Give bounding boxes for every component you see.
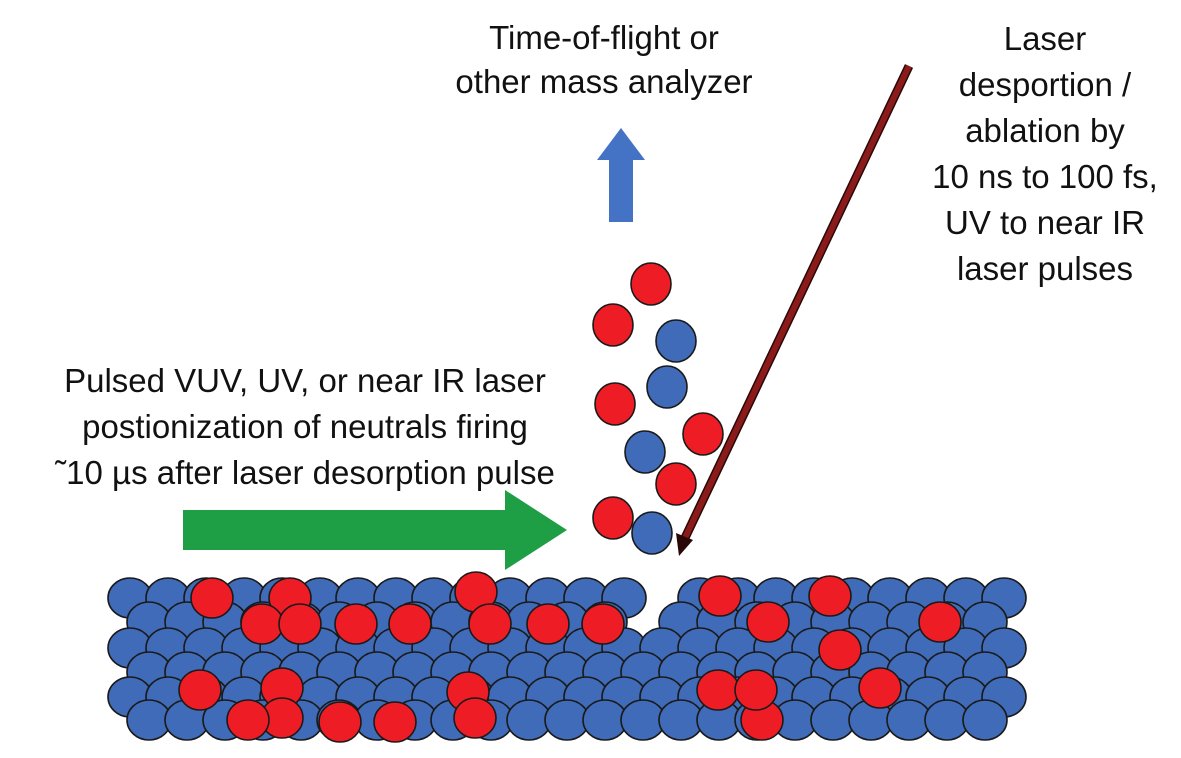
- desorption-laser-label: Laser desportion / ablation by 10 ns to …: [900, 16, 1181, 292]
- postionization-label-line: postionization of neutrals firing: [82, 408, 528, 445]
- desorption-label-line: laser pulses: [956, 250, 1134, 287]
- surface-ion: [240, 603, 284, 645]
- surface-ion: [226, 699, 270, 741]
- surface-ion: [278, 603, 322, 645]
- surface-ion: [918, 601, 962, 643]
- desorption-laser-beam: [676, 64, 914, 556]
- mass-analyzer-label-line: other mass analyzer: [455, 63, 753, 100]
- postionization-laser-arrow: [183, 490, 567, 570]
- surface-ion: [178, 669, 222, 711]
- desorbed-plume: [592, 262, 724, 555]
- desorption-label-line: desportion /: [958, 66, 1132, 103]
- surface-ion: [468, 603, 512, 645]
- surface-ion: [808, 575, 852, 617]
- surface-ion: [190, 577, 234, 619]
- analyzer-direction-arrow: [597, 128, 645, 222]
- plume-ion: [592, 496, 634, 540]
- mass-analyzer-label-line: Time-of-flight or: [489, 19, 719, 56]
- surface-ion: [696, 669, 740, 711]
- surface-ion: [581, 603, 625, 645]
- surface-ion: [734, 669, 778, 711]
- surface-ion: [698, 575, 742, 617]
- surface-ion: [373, 701, 417, 743]
- desorption-label-line: UV to near IR: [945, 204, 1145, 241]
- plume-ion: [592, 303, 634, 347]
- surface-ion: [526, 603, 570, 645]
- plume-ion: [655, 462, 697, 506]
- postionization-label-line: Pulsed VUV, UV, or near IR laser: [64, 362, 546, 399]
- postionization-label-line: ˜10 µs after laser desorption pulse: [55, 454, 555, 491]
- plume-neutral: [631, 511, 673, 555]
- plume-neutral: [624, 430, 666, 474]
- desorption-label-line: Laser: [1003, 20, 1087, 57]
- plume-neutral: [646, 365, 688, 409]
- desorption-label-line: 10 ns to 100 fs,: [932, 158, 1158, 195]
- plume-ion: [594, 382, 636, 426]
- surface-ion: [858, 667, 902, 709]
- surface-ion: [388, 603, 432, 645]
- desorption-laser-arrowhead: [676, 533, 693, 556]
- surface-molecule: [962, 699, 1008, 741]
- mass-analyzer-label: Time-of-flight or other mass analyzer: [404, 16, 804, 104]
- sample-surface: [107, 571, 1027, 743]
- surface-ion: [818, 629, 862, 671]
- desorption-label-line: ablation by: [965, 112, 1125, 149]
- surface-ion: [453, 697, 497, 739]
- plume-ion: [630, 262, 672, 306]
- postionization-laser-label: Pulsed VUV, UV, or near IR laser postion…: [10, 358, 600, 496]
- plume-ion: [682, 412, 724, 456]
- surface-ion: [334, 603, 378, 645]
- surface-ion: [318, 701, 362, 743]
- surface-ion: [746, 601, 790, 643]
- plume-neutral: [655, 319, 697, 363]
